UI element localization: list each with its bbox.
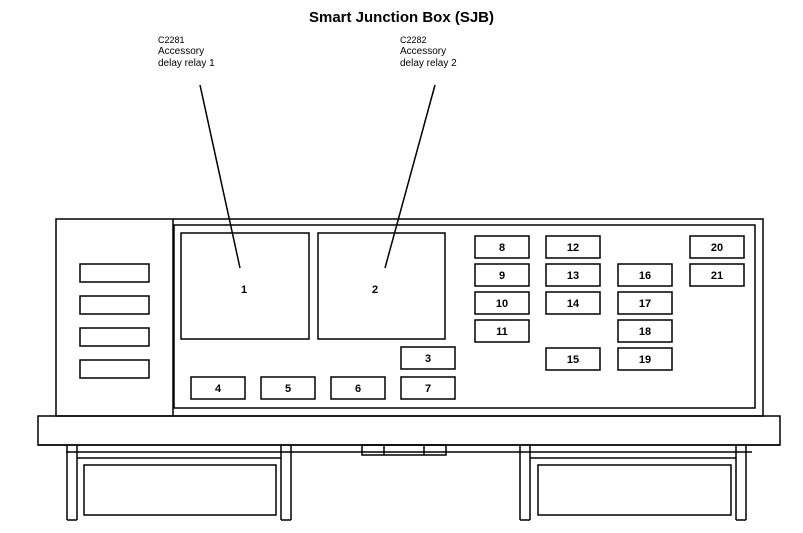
fuse-9-label: 9 xyxy=(499,270,505,282)
fuse-19 xyxy=(617,347,673,371)
fuse-10 xyxy=(474,291,530,315)
callout-line-2: delay relay 2 xyxy=(400,58,457,69)
mounting-rail xyxy=(37,415,781,446)
leader-line-relay-1 xyxy=(199,84,241,269)
fuse-panel xyxy=(173,224,756,409)
callout-connector: C2282 xyxy=(400,35,427,45)
fuse-3 xyxy=(400,346,456,370)
fuse-18 xyxy=(617,319,673,343)
side-slot xyxy=(79,263,150,283)
fuse-21-label: 21 xyxy=(711,270,723,282)
fuse-7-label: 7 xyxy=(425,383,431,395)
callout-relay-1: C2281 Accessory delay relay 1 xyxy=(158,34,215,70)
housing-outline xyxy=(55,218,764,417)
fuse-9 xyxy=(474,263,530,287)
callout-connector: C2281 xyxy=(158,35,185,45)
diagram-title: Smart Junction Box (SJB) xyxy=(308,9,495,26)
fuse-17 xyxy=(617,291,673,315)
callout-line-1: Accessory xyxy=(158,46,205,57)
fuse-17-label: 17 xyxy=(639,298,651,310)
fuse-13 xyxy=(545,263,601,287)
leader-line-relay-2 xyxy=(384,84,436,269)
fuse-18-label: 18 xyxy=(639,326,651,338)
fuse-6 xyxy=(330,376,386,400)
fuse-20-label: 20 xyxy=(711,242,723,254)
relay-1-label: 1 xyxy=(241,284,247,296)
fuse-12-label: 12 xyxy=(567,242,579,254)
fuse-14-label: 14 xyxy=(567,298,580,310)
relay-1 xyxy=(180,232,310,340)
fuse-5 xyxy=(260,376,316,400)
callout-relay-2: C2282 Accessory delay relay 2 xyxy=(400,34,457,70)
fuse-15 xyxy=(545,347,601,371)
fuse-11 xyxy=(474,319,530,343)
relay-2-label: 2 xyxy=(372,284,378,296)
fuse-4 xyxy=(190,376,246,400)
fuse-11-label: 11 xyxy=(496,326,508,338)
fuse-16-label: 16 xyxy=(639,270,651,282)
fuse-8-label: 8 xyxy=(499,242,505,254)
fuse-6-label: 6 xyxy=(355,383,361,395)
fuse-5-label: 5 xyxy=(285,383,291,395)
fuse-8 xyxy=(474,235,530,259)
side-slot xyxy=(79,295,150,315)
callout-line-1: Accessory xyxy=(400,46,447,57)
bracket-left-window xyxy=(83,464,277,516)
fuse-14 xyxy=(545,291,601,315)
callout-line-2: delay relay 1 xyxy=(158,58,215,69)
fuse-13-label: 13 xyxy=(567,270,579,282)
fuse-7 xyxy=(400,376,456,400)
fuse-21 xyxy=(689,263,745,287)
fuse-10-label: 10 xyxy=(496,298,508,310)
fuse-12 xyxy=(545,235,601,259)
side-slot xyxy=(79,327,150,347)
fuse-15-label: 15 xyxy=(567,354,579,366)
bracket-right-window xyxy=(537,464,732,516)
fuse-16 xyxy=(617,263,673,287)
side-slot xyxy=(79,359,150,379)
fuse-19-label: 19 xyxy=(639,354,651,366)
fuse-3-label: 3 xyxy=(425,353,431,365)
fuse-4-label: 4 xyxy=(215,383,222,395)
center-tab xyxy=(361,444,447,456)
relay-2 xyxy=(317,232,446,340)
fuse-20 xyxy=(689,235,745,259)
